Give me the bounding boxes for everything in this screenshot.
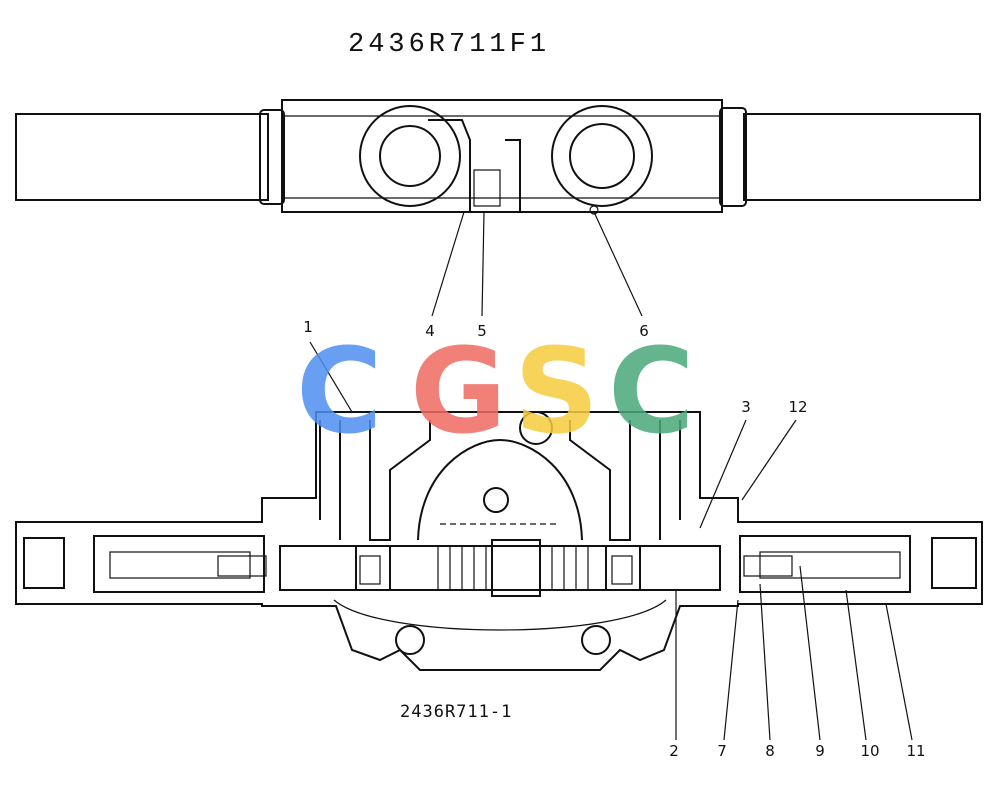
- leader-lines: [309, 211, 913, 741]
- spool-grooves: [437, 546, 589, 590]
- spool-land-left: [355, 545, 391, 591]
- callout-6: 6: [639, 322, 649, 340]
- callout-1: 1: [303, 318, 313, 336]
- top-port-left-outer: [359, 105, 461, 207]
- spool-center: [491, 539, 541, 597]
- leader-8: [759, 583, 771, 741]
- watermark-letter-3: S: [514, 322, 599, 460]
- leader-5: [481, 211, 485, 317]
- section-bolt-right: [581, 625, 611, 655]
- section-lower-passage: [333, 599, 667, 631]
- section-bridge: [369, 420, 631, 541]
- leader-10: [845, 589, 867, 741]
- leader-6: [593, 211, 643, 317]
- section-right-retainer: [743, 555, 793, 577]
- callout-9: 9: [815, 742, 825, 760]
- top-view: [15, 99, 981, 215]
- section-bolt-left: [395, 625, 425, 655]
- leader-1: [309, 341, 353, 413]
- leader-4: [431, 211, 465, 317]
- top-plug: [589, 205, 599, 215]
- leader-11: [885, 603, 913, 741]
- callout-8: 8: [765, 742, 775, 760]
- leader-9: [799, 565, 821, 741]
- section-detent: [359, 555, 381, 585]
- top-port-right-outer: [551, 105, 653, 207]
- section-left-spring-chamber: [93, 535, 265, 593]
- callout-7: 7: [717, 742, 727, 760]
- callout-5: 5: [477, 322, 487, 340]
- top-passage: [428, 119, 521, 212]
- section-left-retainer: [217, 555, 267, 577]
- top-right-collar: [719, 107, 747, 207]
- section-dome: [417, 438, 583, 541]
- top-body: [281, 99, 723, 213]
- top-left-cap: [15, 113, 269, 201]
- watermark-letter-2: G: [410, 322, 507, 460]
- top-port-left-inner: [379, 125, 441, 187]
- callout-10: 10: [860, 742, 880, 760]
- top-right-cap: [743, 113, 981, 201]
- section-port-top: [519, 411, 553, 445]
- section-housing: [15, 411, 983, 671]
- top-check: [473, 169, 501, 207]
- watermark-letter-1: C: [296, 322, 383, 460]
- section-view: [15, 411, 983, 671]
- leader-3: [699, 419, 747, 529]
- callout-2: 2: [669, 742, 679, 760]
- section-right-spring-chamber: [739, 535, 911, 593]
- callout-12: 12: [788, 398, 808, 416]
- top-port-right-inner: [569, 123, 635, 189]
- leader-7: [723, 599, 739, 741]
- drawing-title: 2436R711F1: [348, 30, 551, 60]
- callout-4: 4: [425, 322, 435, 340]
- section-left-plug: [23, 537, 65, 589]
- leader-12: [741, 419, 797, 501]
- callout-11: 11: [906, 742, 926, 760]
- section-left-spring: [109, 551, 251, 579]
- watermark-letter-4: C: [608, 322, 695, 460]
- section-walls: [319, 420, 681, 540]
- callout-3: 3: [741, 398, 751, 416]
- section-right-spring: [759, 551, 901, 579]
- top-left-collar: [259, 109, 285, 205]
- spool: [279, 545, 721, 591]
- section-port-a: [483, 487, 509, 513]
- spool-land-right: [605, 545, 641, 591]
- section-right-plug: [931, 537, 977, 589]
- section-detent-right: [611, 555, 633, 585]
- drawing-subtitle: 2436R711-1: [400, 702, 513, 722]
